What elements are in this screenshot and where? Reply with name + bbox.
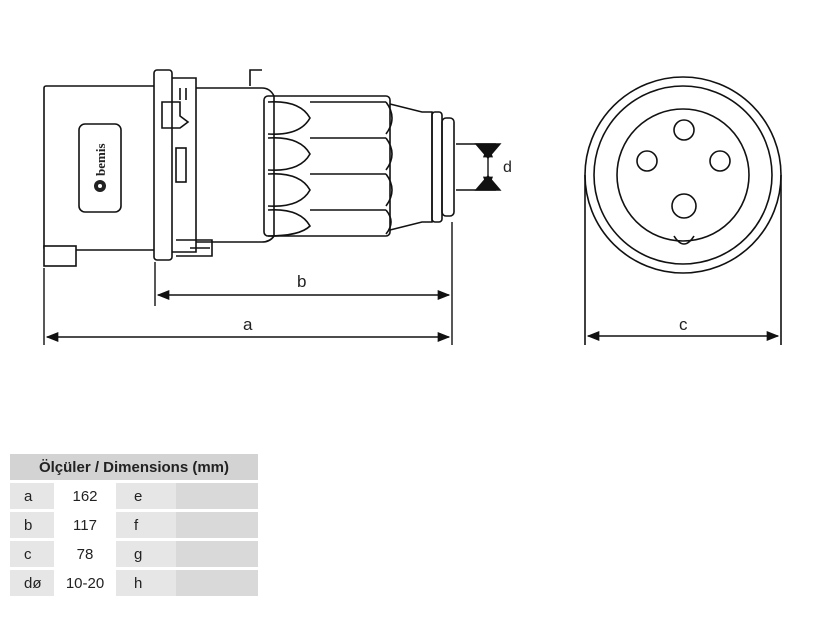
dimensions-table: Ölçüler / Dimensions (mm) a 162 e b 117 … bbox=[10, 451, 258, 599]
dim-key-2: h bbox=[116, 570, 176, 596]
table-row: c 78 g bbox=[10, 541, 258, 567]
dim-key: b bbox=[10, 512, 54, 538]
dim-key-2: g bbox=[116, 541, 176, 567]
label-a: a bbox=[243, 315, 253, 334]
plug-front-view bbox=[584, 76, 782, 345]
dim-value-2 bbox=[176, 541, 258, 567]
dimension-a bbox=[43, 268, 453, 345]
label-d: d bbox=[503, 159, 512, 176]
cable-gland bbox=[389, 103, 433, 231]
dim-value: 117 bbox=[54, 512, 116, 538]
plug-side-view bbox=[43, 69, 455, 267]
pin-top bbox=[673, 119, 695, 141]
dim-key-2: f bbox=[116, 512, 176, 538]
rear-tab bbox=[43, 245, 77, 267]
dim-value-2 bbox=[176, 570, 258, 596]
dim-key: a bbox=[10, 483, 54, 509]
table-header-row: Ölçüler / Dimensions (mm) bbox=[10, 454, 258, 480]
logo-plate bbox=[78, 123, 122, 213]
label-b: b bbox=[297, 272, 306, 291]
table-row: b 117 f bbox=[10, 512, 258, 538]
plug-body bbox=[196, 87, 275, 243]
dimension-d bbox=[456, 143, 502, 191]
label-c: c bbox=[679, 315, 688, 334]
dim-key: c bbox=[10, 541, 54, 567]
dim-value: 162 bbox=[54, 483, 116, 509]
table-row: dø 10-20 h bbox=[10, 570, 258, 596]
pin-right bbox=[709, 150, 731, 172]
dim-value-2 bbox=[176, 512, 258, 538]
table-row: a 162 e bbox=[10, 483, 258, 509]
technical-drawing: bemis d b a c bbox=[43, 69, 782, 345]
dim-key: dø bbox=[10, 570, 54, 596]
flange bbox=[153, 69, 173, 261]
pin-bottom-earth bbox=[671, 193, 697, 219]
pin-left bbox=[636, 150, 658, 172]
brand-text: bemis bbox=[93, 144, 108, 177]
table-title: Ölçüler / Dimensions (mm) bbox=[10, 454, 258, 480]
key-notch bbox=[673, 235, 695, 245]
dimension-b bbox=[154, 222, 453, 306]
latch bbox=[161, 101, 190, 129]
dim-value-2 bbox=[176, 483, 258, 509]
dim-value: 78 bbox=[54, 541, 116, 567]
dim-key-2: e bbox=[116, 483, 176, 509]
bemis-logo: bemis bbox=[93, 144, 108, 192]
dim-value: 10-20 bbox=[54, 570, 116, 596]
